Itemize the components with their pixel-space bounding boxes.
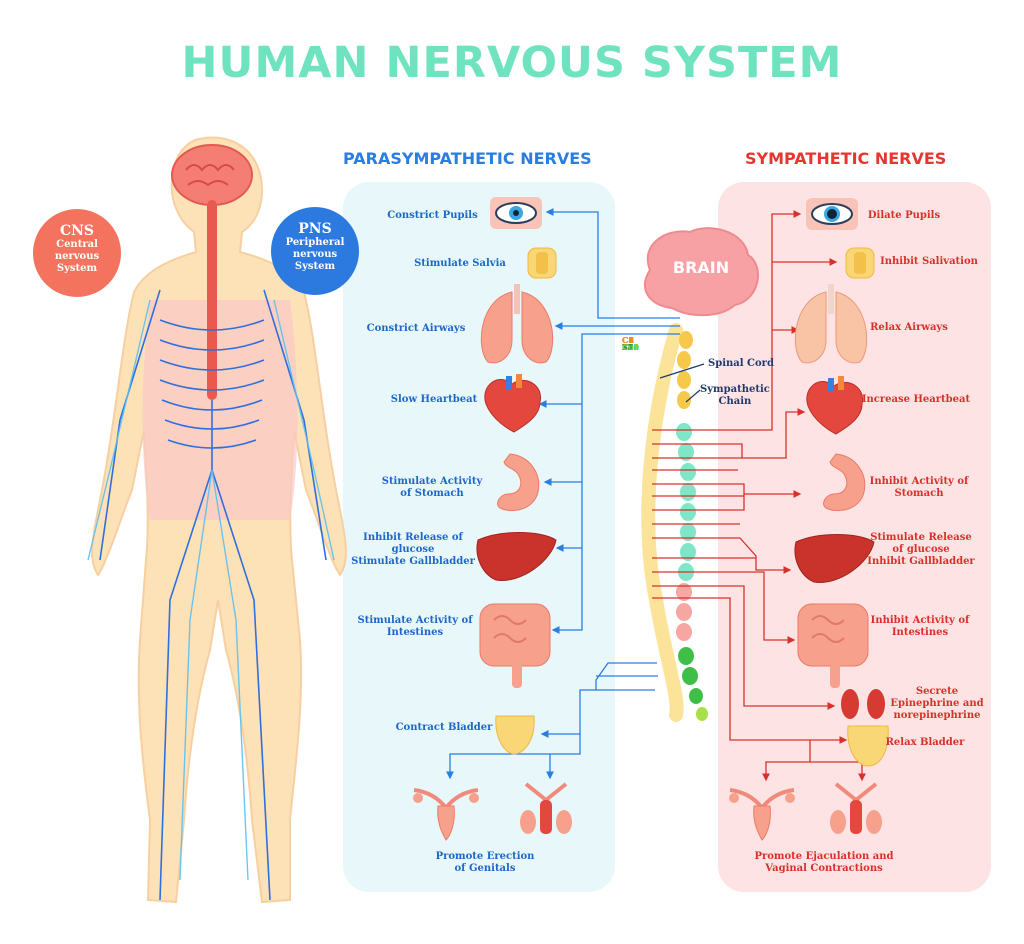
segment-label: S1 <box>622 342 634 352</box>
symp-label-ejaculation: Promote Ejaculation and Vaginal Contract… <box>754 851 894 874</box>
segment-label: T3 <box>622 342 634 352</box>
segment-label: C4 <box>622 335 634 345</box>
para-label-airways: Constrict Airways <box>366 323 466 334</box>
segment-label: T7 <box>622 342 634 352</box>
symp-label-bladder: Relax Bladder <box>885 737 965 748</box>
segment-label: C1 <box>622 335 634 345</box>
adrenal-kidney-icon <box>841 689 885 719</box>
para-label-gallbladder: Inhibit Release of glucose Stimulate Gal… <box>351 532 475 567</box>
segment-label: T1 <box>622 342 634 352</box>
salivary-gland-icon <box>527 247 557 279</box>
human-body-figure <box>87 136 347 904</box>
sympathetic-chain <box>676 331 708 721</box>
liver-icon-symp <box>794 534 875 583</box>
bladder-icon <box>495 715 535 755</box>
liver-icon <box>476 532 557 581</box>
male-reproductive-icon-symp <box>830 782 882 834</box>
symp-label-salivation: Inhibit Salivation <box>880 256 978 267</box>
female-reproductive-icon-symp <box>729 788 795 841</box>
symp-label-airways: Relax Airways <box>870 322 948 333</box>
para-label-bladder: Contract Bladder <box>395 722 493 733</box>
segment-label: T10 <box>622 342 640 352</box>
parasympathetic-heading: PARASYMPATHETIC NERVES <box>343 149 592 168</box>
symp-label-intestines: Inhibit Activity of Intestines <box>870 615 970 638</box>
spinal-cord-label: Spinal Cord <box>708 358 774 369</box>
segment-label: S4 <box>622 342 634 352</box>
para-label-stomach: Stimulate Activity of Stomach <box>381 476 483 499</box>
page-title: HUMAN NERVOUS SYSTEM <box>181 38 843 88</box>
para-label-genitals: Promote Erection of Genitals <box>435 851 535 874</box>
segment-label: C6 <box>622 335 634 345</box>
segment-label: C7 <box>622 335 634 345</box>
female-reproductive-icon <box>413 788 479 841</box>
segment-label: C2 <box>622 335 634 345</box>
segment-label: T2 <box>622 342 634 352</box>
eye-icon <box>490 197 542 229</box>
para-label-intestines: Stimulate Activity of Intestines <box>357 615 473 638</box>
segment-label: S5 <box>622 342 634 352</box>
cns-line: Central <box>56 239 98 250</box>
segment-label: S2 <box>622 342 634 352</box>
segment-label: L4 <box>622 342 634 352</box>
cns-abbr: CNS <box>59 223 95 239</box>
male-reproductive-icon <box>520 782 572 834</box>
symp-label-epinephrine: Secrete Epinephrine and norepinephrine <box>890 686 984 721</box>
sympathetic-chain-label: Sympathetic Chain <box>700 384 770 407</box>
segment-label: C3 <box>622 335 634 345</box>
symp-label-pupils: Dilate Pupils <box>867 210 941 221</box>
symp-label-glucose: Stimulate Release of glucose Inhibit Gal… <box>867 532 975 567</box>
stomach-icon-symp <box>823 453 866 512</box>
segment-label: T11 <box>622 342 640 352</box>
cns-line: nervous <box>54 251 100 262</box>
pns-badge: PNS Peripheral nervous System <box>271 207 359 295</box>
parasympathetic-panel <box>343 182 615 892</box>
segment-label: T12 <box>622 342 640 352</box>
segment-label: Co1 <box>622 342 640 352</box>
heart-icon-symp <box>806 376 864 435</box>
segment-label: T8 <box>622 342 634 352</box>
pns-line: Peripheral <box>285 237 345 248</box>
segment-label: L2 <box>622 342 634 352</box>
segment-label: T9 <box>622 342 634 352</box>
heart-icon <box>484 374 542 433</box>
segment-label: L1 <box>622 342 634 352</box>
intestines-icon <box>479 603 551 688</box>
segment-label: C5 <box>622 335 634 345</box>
salivary-gland-icon-symp <box>845 247 875 279</box>
segment-label: T4 <box>622 342 634 352</box>
cns-badge: CNS Central nervous System <box>33 209 121 297</box>
cns-line: System <box>56 263 98 274</box>
segment-label: L3 <box>622 342 634 352</box>
segment-label: T5 <box>622 342 634 352</box>
segment-label: T6 <box>622 342 634 352</box>
pns-line: nervous <box>292 249 338 260</box>
sympathetic-heading: SYMPATHETIC NERVES <box>745 149 947 168</box>
para-label-heartbeat: Slow Heartbeat <box>390 394 478 405</box>
symp-label-heartbeat: Increase Heartbeat <box>861 394 971 405</box>
segment-label: L5 <box>622 342 634 352</box>
para-label-pupils: Constrict Pupils <box>387 210 478 221</box>
pns-line: System <box>294 261 336 272</box>
lungs-icon-symp <box>794 284 868 364</box>
segment-label: S3 <box>622 342 634 352</box>
stomach-icon <box>497 453 540 512</box>
lungs-icon <box>480 284 554 364</box>
para-label-salvia: Stimulate Salvia <box>414 258 506 269</box>
symp-label-stomach: Inhibit Activity of Stomach <box>869 476 969 499</box>
intestines-icon-symp <box>797 603 869 688</box>
eye-icon-dilated <box>806 198 858 230</box>
bladder-icon-symp <box>847 725 889 767</box>
segment-label: C8 <box>622 335 634 345</box>
pns-abbr: PNS <box>298 221 332 237</box>
brain-label: BRAIN <box>672 258 730 277</box>
brain-shape <box>644 227 759 317</box>
